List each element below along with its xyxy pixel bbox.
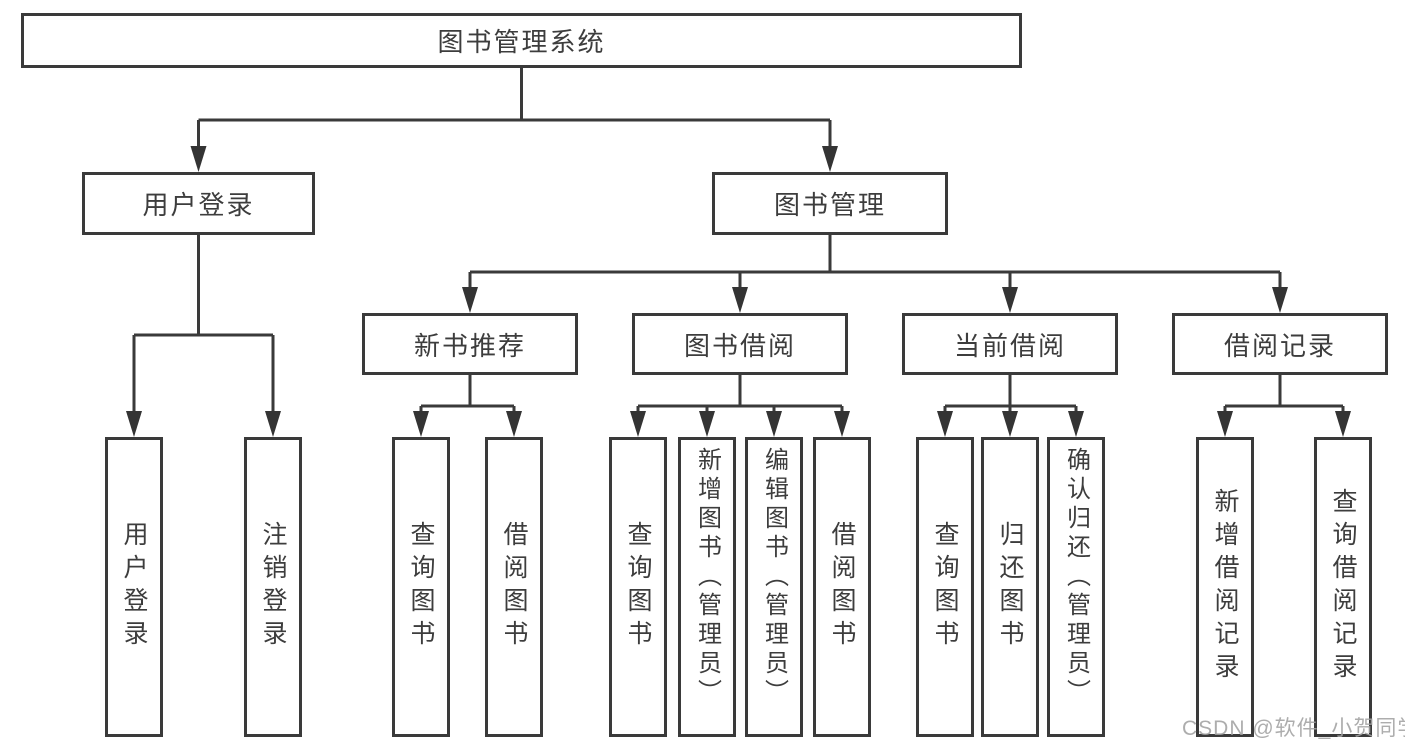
node-label: 查询图书 [624, 521, 652, 653]
node-book-management-branch: 图书管理 [712, 172, 948, 235]
leaf-borrowing-query-books: 查询图书 [609, 437, 667, 737]
node-borrowing-records: 借阅记录 [1172, 313, 1388, 375]
node-user-login-branch: 用户登录 [82, 172, 315, 235]
node-book-borrowing: 图书借阅 [632, 313, 848, 375]
node-label: 借阅图书 [828, 521, 856, 653]
node-label: 查询图书 [407, 521, 435, 653]
node-label: 确认归还（管理员） [1062, 447, 1090, 708]
node-label: 图书管理系统 [437, 27, 606, 57]
leaf-logout: 注销登录 [244, 437, 302, 737]
leaf-add-borrow-record: 新增借阅记录 [1196, 437, 1254, 737]
leaf-add-books-admin: 新增图书（管理员） [678, 437, 736, 737]
node-label: 借阅记录 [1223, 330, 1336, 361]
node-label: 用户登录 [142, 190, 255, 220]
node-label: 当前借阅 [953, 330, 1066, 361]
node-label: 图书管理 [773, 190, 886, 220]
node-label: 图书借阅 [683, 330, 796, 361]
leaf-query-borrow-record: 查询借阅记录 [1314, 437, 1372, 737]
leaf-return-books: 归还图书 [981, 437, 1039, 737]
csdn-watermark: CSDN @软件_小贺同学 [1182, 717, 1405, 740]
leaf-current-query-books: 查询图书 [916, 437, 974, 737]
node-label: 借阅图书 [500, 521, 528, 653]
node-current-borrowing: 当前借阅 [902, 313, 1118, 375]
node-new-book-recommend: 新书推荐 [362, 313, 578, 375]
node-label: 查询图书 [931, 521, 959, 653]
leaf-borrow-books: 借阅图书 [813, 437, 871, 737]
node-label: 注销登录 [259, 521, 287, 653]
node-label: 新增图书（管理员） [693, 447, 721, 708]
leaf-recommend-query-books: 查询图书 [392, 437, 450, 737]
leaf-user-login: 用户登录 [105, 437, 163, 737]
leaf-edit-books-admin: 编辑图书（管理员） [745, 437, 803, 737]
node-label: 归还图书 [996, 521, 1024, 653]
node-label: 新书推荐 [413, 330, 526, 361]
leaf-confirm-return-admin: 确认归还（管理员） [1047, 437, 1105, 737]
node-label: 编辑图书（管理员） [760, 447, 788, 708]
node-library-system: 图书管理系统 [21, 13, 1022, 68]
leaf-recommend-borrow-books: 借阅图书 [485, 437, 543, 737]
node-label: 查询借阅记录 [1329, 488, 1357, 686]
node-label: 新增借阅记录 [1211, 488, 1239, 686]
node-label: 用户登录 [120, 521, 148, 653]
